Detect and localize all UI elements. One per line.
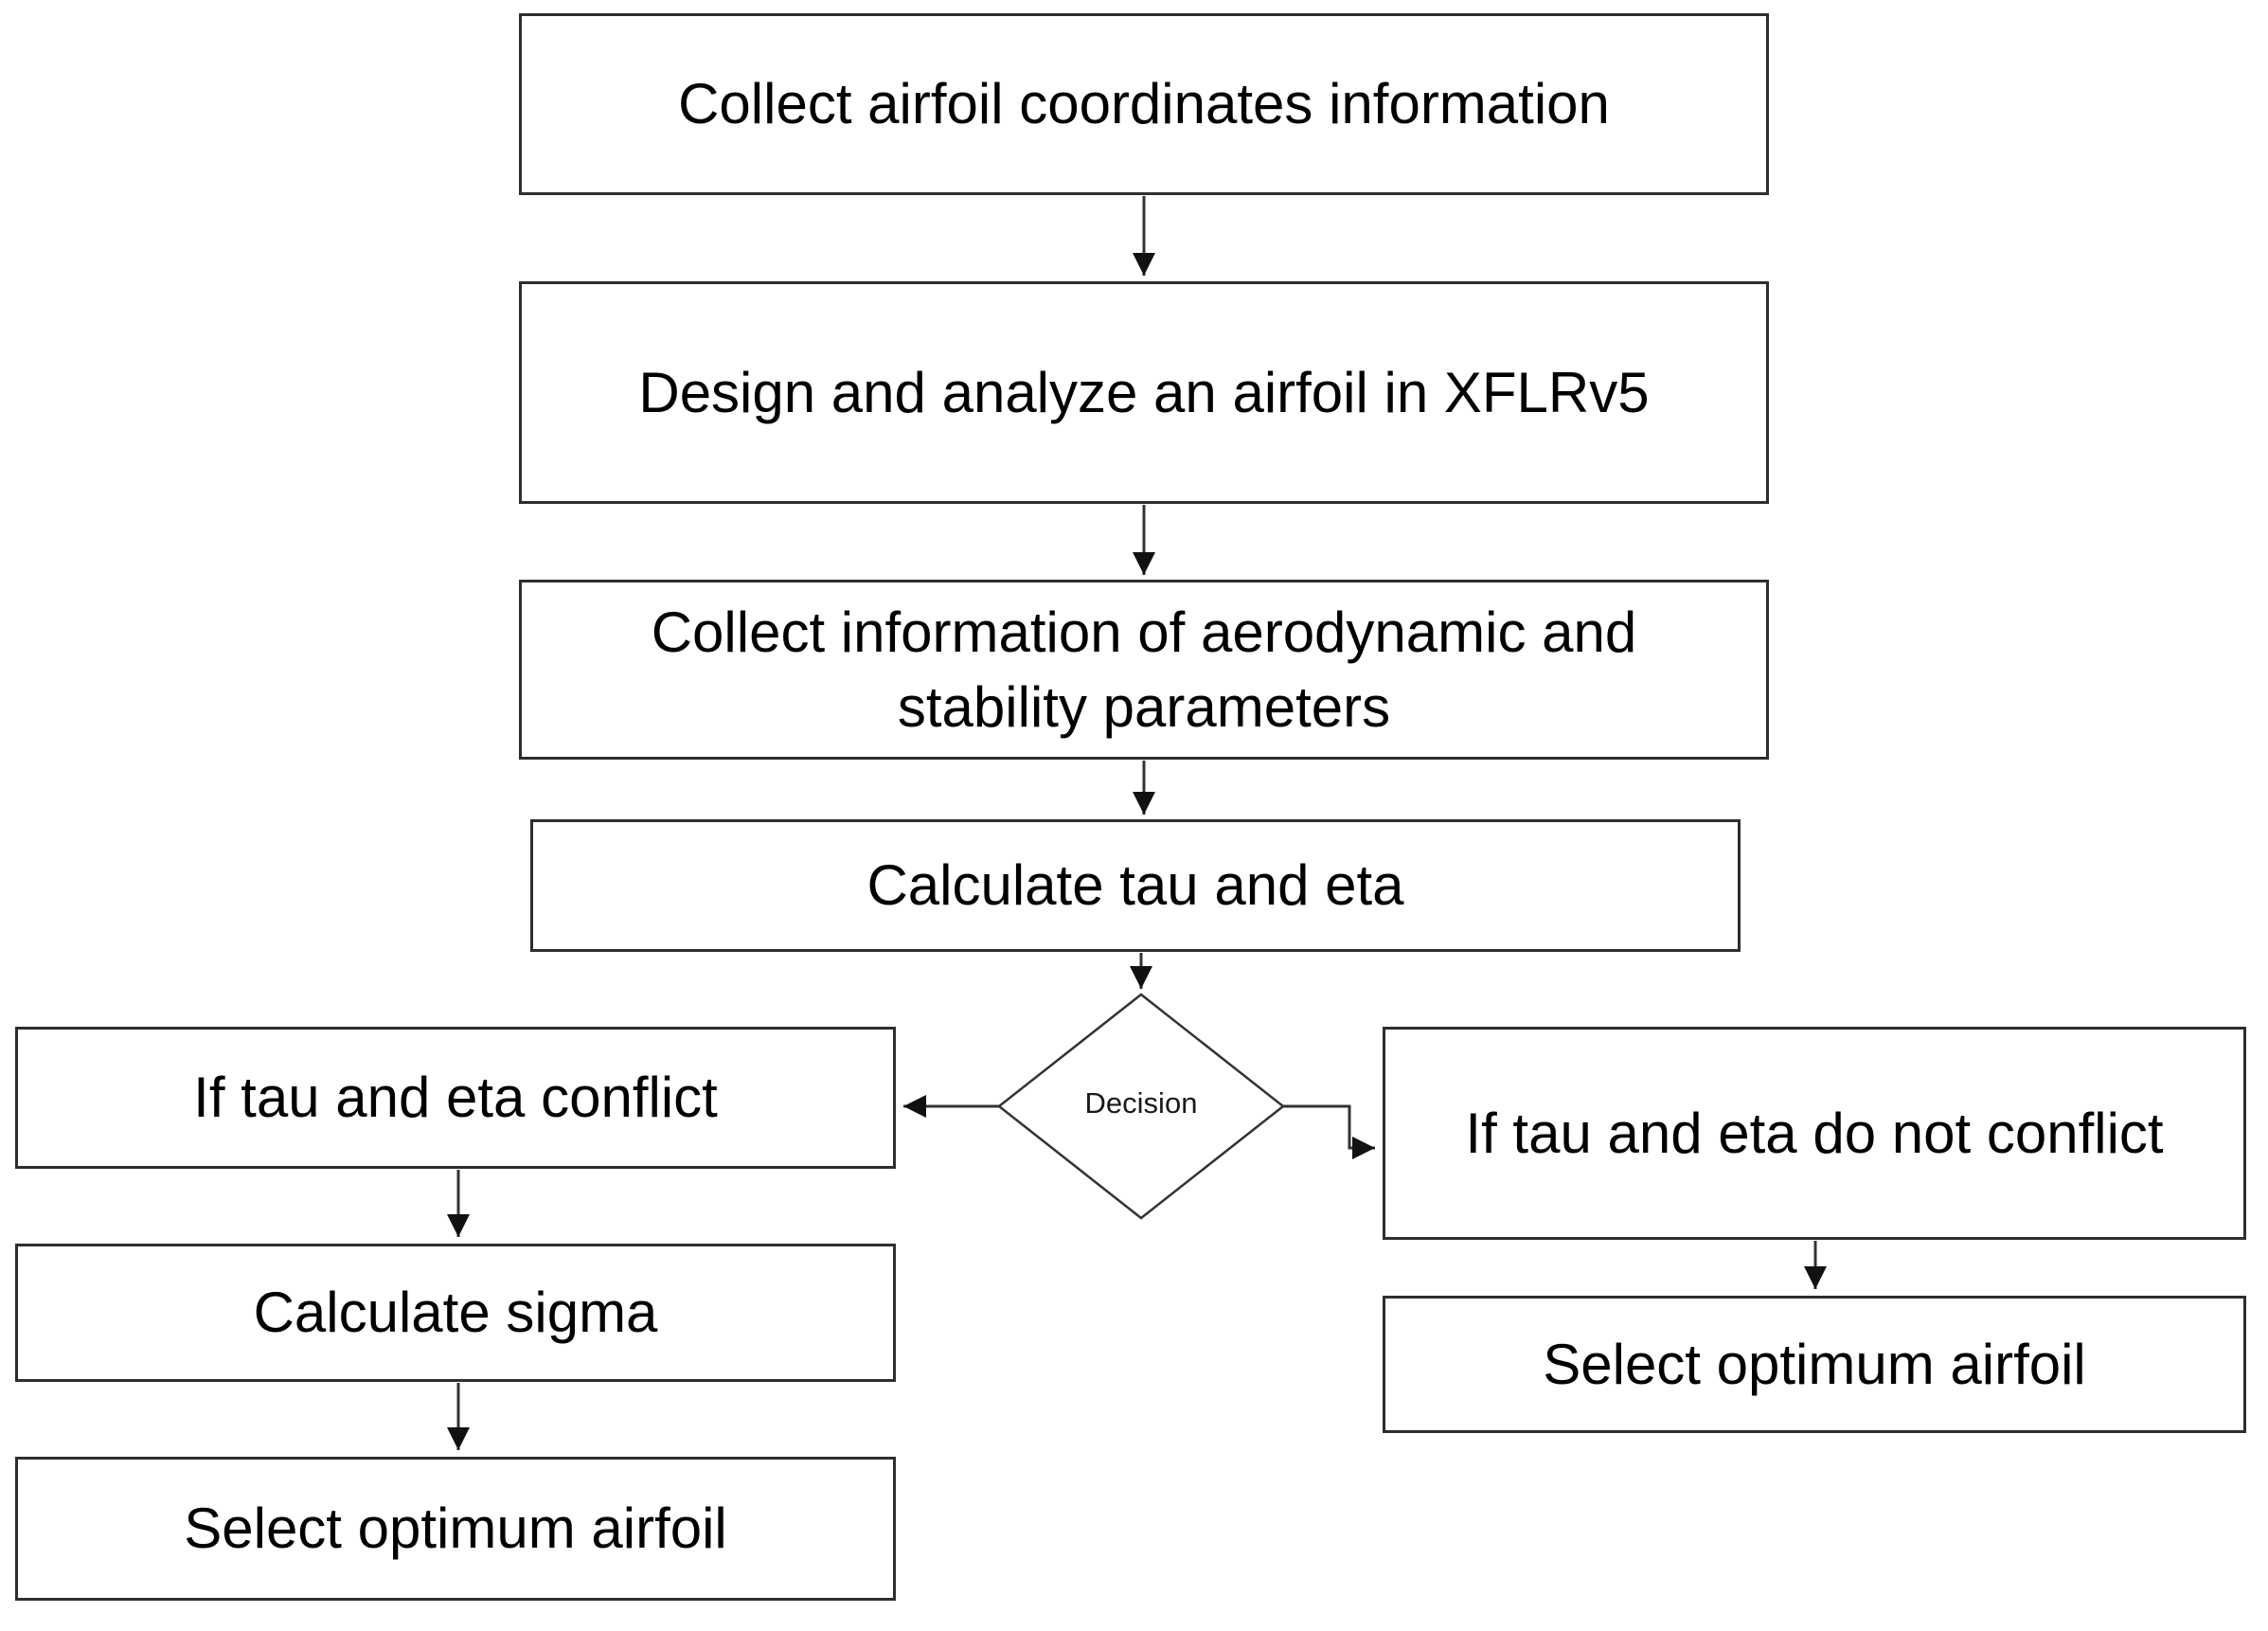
node-calculate-sigma-label: Calculate sigma (253, 1281, 658, 1345)
node-design-analyze: Design and analyze an airfoil in XFLRv5 (519, 281, 1769, 504)
node-if-conflict-label: If tau and eta conflict (193, 1066, 718, 1130)
node-collect-coordinates-label: Collect airfoil coordinates information (678, 72, 1610, 136)
decision-node-label: Decision (1084, 1086, 1198, 1120)
node-if-no-conflict-label: If tau and eta do not conflict (1465, 1101, 2164, 1165)
node-select-optimum-right-label: Select optimum airfoil (1543, 1332, 2086, 1396)
node-calculate-tau-eta-label: Calculate tau and eta (866, 853, 1404, 918)
node-calculate-tau-eta: Calculate tau and eta (530, 819, 1741, 952)
node-design-analyze-label: Design and analyze an airfoil in XFLRv5 (638, 360, 1650, 424)
node-calculate-sigma: Calculate sigma (15, 1244, 896, 1382)
node-if-no-conflict: If tau and eta do not conflict (1383, 1027, 2246, 1240)
node-select-optimum-left: Select optimum airfoil (15, 1457, 896, 1601)
node-select-optimum-right: Select optimum airfoil (1383, 1296, 2246, 1433)
node-collect-coordinates: Collect airfoil coordinates information (519, 13, 1769, 195)
node-select-optimum-left-label: Select optimum airfoil (184, 1497, 727, 1561)
node-collect-parameters-label: Collect information of aerodynamic and s… (651, 600, 1637, 739)
node-collect-parameters: Collect information of aerodynamic and s… (519, 580, 1769, 760)
decision-diamond (996, 993, 1286, 1220)
arrow-decision-to-no-conflict (1283, 1104, 1375, 1159)
node-if-conflict: If tau and eta conflict (15, 1027, 896, 1169)
